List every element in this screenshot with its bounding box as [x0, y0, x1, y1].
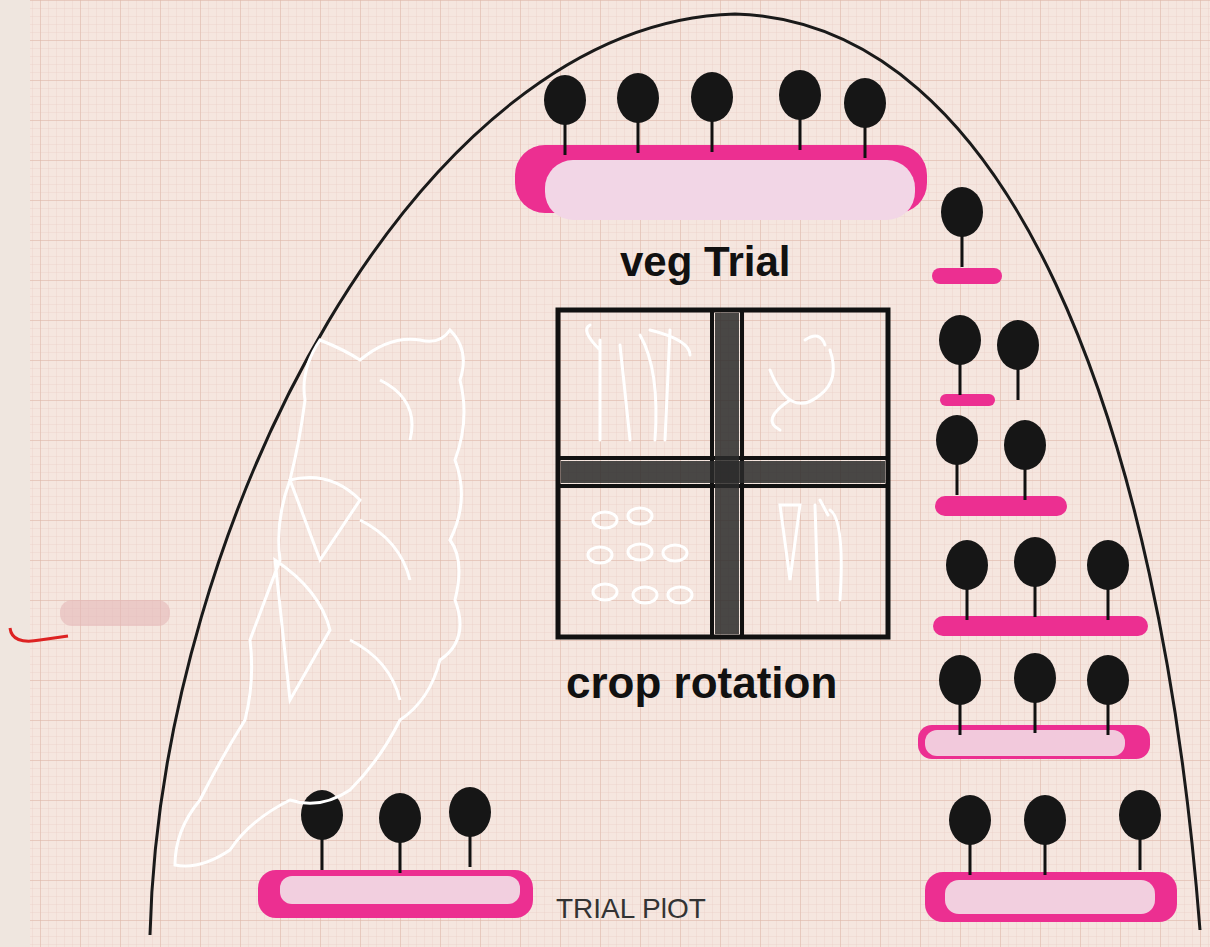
tree-crown	[1119, 790, 1161, 840]
tree-crown	[949, 795, 991, 845]
tree-crown	[844, 78, 886, 128]
trees	[301, 70, 1161, 875]
tree-crown	[617, 73, 659, 123]
tree-crown	[379, 793, 421, 843]
plot-label: TRIAL PlOT	[556, 893, 706, 925]
tree-crown	[936, 415, 978, 465]
herb-bed-outline	[175, 330, 464, 866]
graph-grid	[30, 0, 1210, 947]
red-clip	[10, 628, 68, 641]
tree-crown	[1087, 540, 1129, 590]
tree-crown	[939, 655, 981, 705]
flower-beds	[258, 145, 1177, 922]
tree-crown	[1014, 653, 1056, 703]
tree-crown	[779, 70, 821, 120]
clip-smudge	[60, 600, 170, 626]
crop-rotation-grid	[558, 310, 888, 637]
tree-crown	[1087, 655, 1129, 705]
tree-crown	[939, 315, 981, 365]
tree-crown	[1004, 420, 1046, 470]
tree-crown	[691, 72, 733, 122]
grid-label: crop rotation	[566, 658, 837, 708]
tree-crown	[449, 787, 491, 837]
tree-crown	[1014, 537, 1056, 587]
page-margin	[0, 0, 30, 947]
crop-doodles	[587, 325, 842, 603]
tree-crown	[997, 320, 1039, 370]
tree-crown	[544, 75, 586, 125]
tree-crown	[946, 540, 988, 590]
tree-crown	[941, 187, 983, 237]
bed-label: veg Trial	[620, 238, 790, 286]
tree-crown	[1024, 795, 1066, 845]
polytunnel-outline	[150, 14, 1200, 935]
